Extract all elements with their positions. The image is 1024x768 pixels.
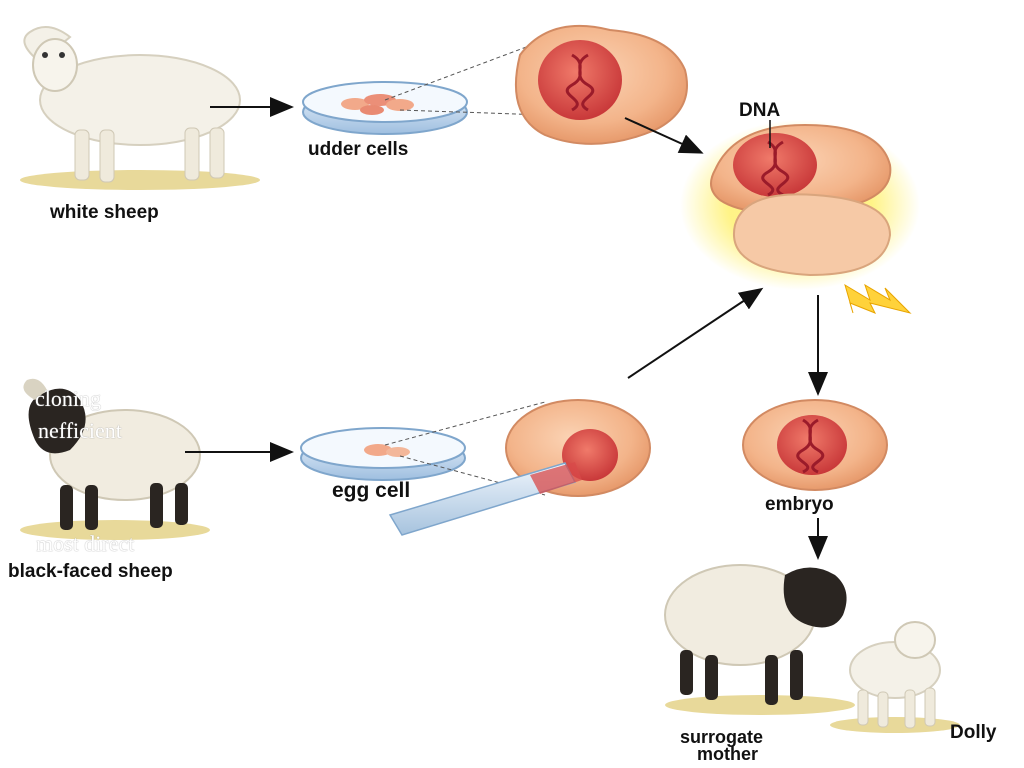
- label-udder-cells: udder cells: [308, 139, 409, 160]
- udder-cells-dish: [302, 81, 468, 135]
- overlay-text-cloning: cloning: [35, 386, 101, 411]
- label-white-sheep: white sheep: [50, 202, 159, 223]
- arrow-egg-to-fusion: [627, 287, 764, 379]
- label-mother: mother: [697, 744, 759, 764]
- white-sheep-illustration: [20, 26, 260, 190]
- udder-cell-enlarged: [514, 24, 688, 145]
- label-embryo: embryo: [765, 494, 834, 515]
- label-egg-cell: egg cell: [332, 479, 411, 502]
- electric-shock-icon: [844, 283, 912, 314]
- fused-cell: [680, 120, 920, 290]
- label-dna: DNA: [739, 100, 781, 121]
- pipette: [388, 462, 582, 536]
- overlay-text-most-direct: most direct: [36, 531, 135, 556]
- black-faced-sheep-illustration: [20, 378, 210, 540]
- dolly-lamb-illustration: [830, 621, 960, 733]
- embryo-cell: [742, 399, 888, 491]
- dna-helix: [761, 140, 790, 197]
- dna-helix: [796, 418, 825, 474]
- arrow-udder-to-fusion: [624, 117, 704, 154]
- overlay-text-inefficient: nefficient: [38, 418, 122, 443]
- surrogate-mother-illustration: [664, 564, 855, 715]
- label-dolly: Dolly: [950, 722, 997, 743]
- label-black-faced-sheep: black-faced sheep: [8, 561, 173, 582]
- label-surrogate: surrogate: [680, 727, 764, 747]
- zoom-line: [399, 109, 546, 116]
- zoom-line: [384, 39, 546, 101]
- egg-cell-dish: [300, 427, 466, 481]
- dna-helix: [565, 53, 595, 112]
